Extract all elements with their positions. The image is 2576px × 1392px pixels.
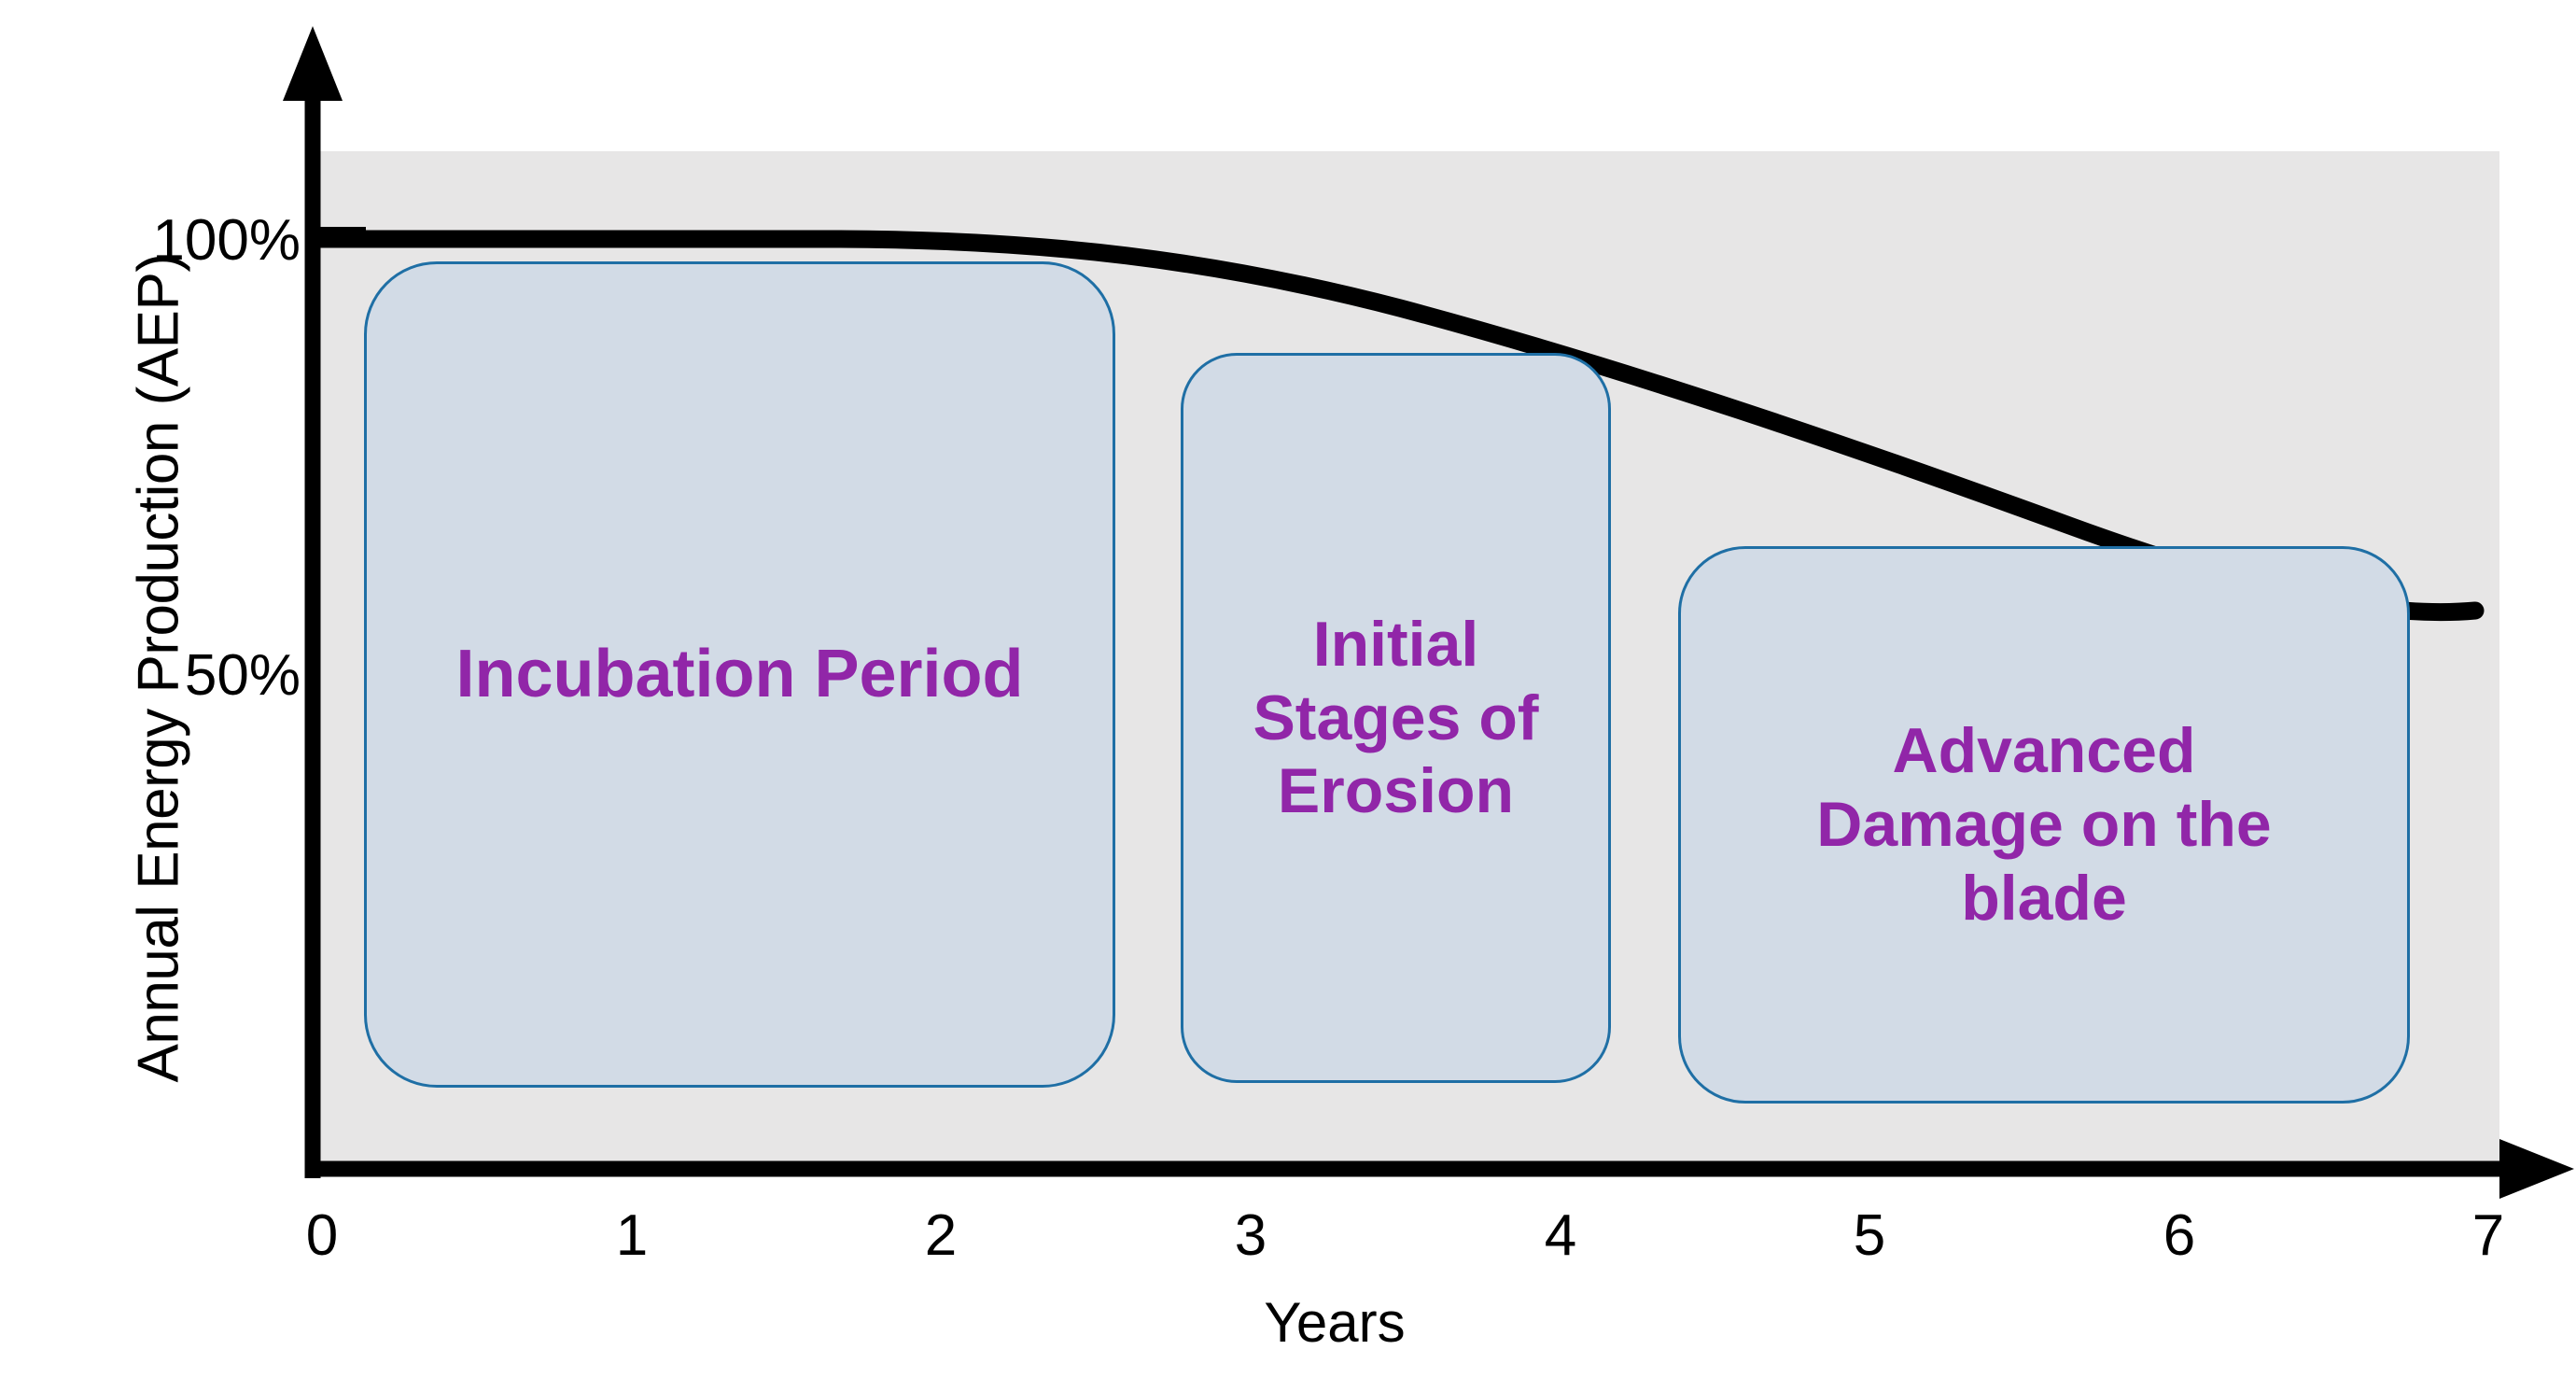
x-tick-label-3: 3 (1234, 1203, 1267, 1268)
x-tick-label-6: 6 (2163, 1203, 2196, 1268)
x-tick-label-2: 2 (924, 1203, 958, 1268)
x-tick-label-5: 5 (1853, 1203, 1886, 1268)
phase-label-advanced-damage: Advanced Damage on the blade (1816, 715, 2272, 934)
x-axis (305, 1139, 2574, 1199)
y-tick-label-100: 100% (152, 208, 301, 273)
x-axis-title: Years (1264, 1291, 1406, 1354)
phase-box-incubation: Incubation Period (364, 261, 1115, 1088)
x-tick-label-0: 0 (305, 1203, 339, 1268)
y-tick-label-50: 50% (184, 643, 301, 708)
phase-box-initial-stages: Initial Stages of Erosion (1181, 353, 1611, 1083)
x-tick-label-4: 4 (1544, 1203, 1577, 1268)
y-axis (283, 26, 343, 1178)
x-tick-label-7: 7 (2471, 1203, 2505, 1268)
phase-box-advanced-damage: Advanced Damage on the blade (1678, 546, 2410, 1104)
phase-label-initial-stages: Initial Stages of Erosion (1253, 608, 1539, 827)
x-tick-label-1: 1 (615, 1203, 649, 1268)
phase-label-incubation: Incubation Period (455, 636, 1024, 711)
